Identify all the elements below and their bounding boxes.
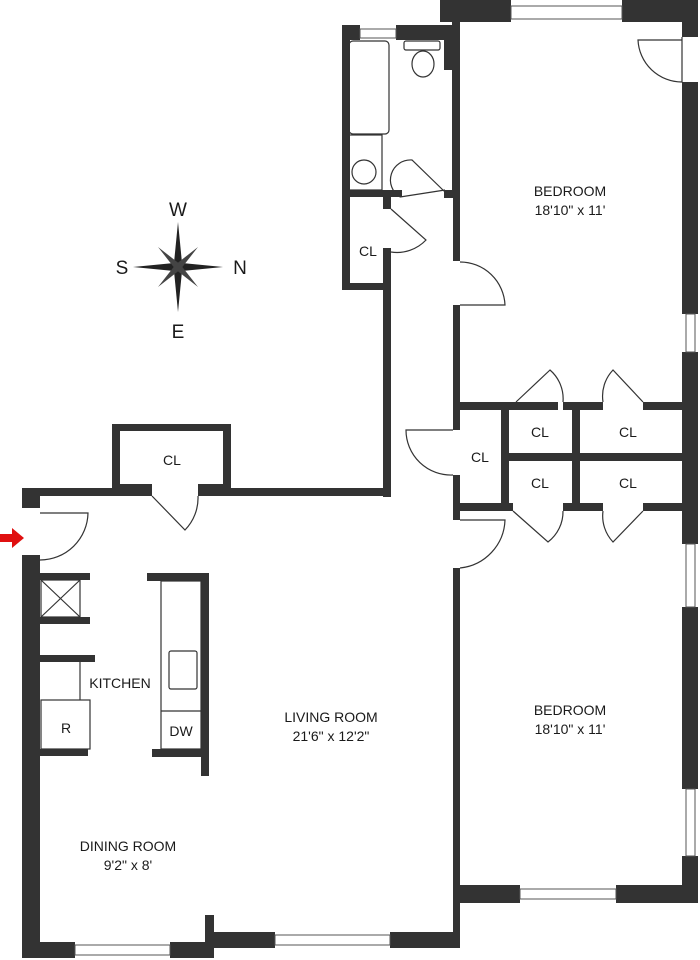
sink-icon [351, 159, 377, 185]
compass-west-label: W [169, 200, 187, 221]
living-room-size: 21'6" x 12'2" [293, 728, 370, 744]
doors [39, 37, 683, 569]
closet-label: CL [471, 449, 489, 465]
bathroom-fixtures [348, 40, 441, 191]
stove-icon [40, 579, 81, 618]
refrigerator-label: R [61, 720, 71, 736]
kitchen-name: KITCHEN [89, 675, 150, 691]
entry-arrow-icon [0, 528, 24, 548]
bedroom-2-size: 18'10" x 11' [535, 721, 606, 737]
dining-room-size: 9'2" x 8' [104, 857, 152, 873]
bedroom-1-name: BEDROOM [534, 183, 606, 199]
dishwasher-label: DW [169, 723, 193, 739]
compass-south-label: S [116, 258, 129, 279]
closet-label: CL [619, 424, 637, 440]
compass-east-label: E [172, 322, 185, 343]
dining-room-name: DINING ROOM [80, 838, 176, 854]
closet-label: CL [163, 452, 181, 468]
closet-label: CL [359, 243, 377, 259]
compass-north-label: N [233, 258, 247, 279]
closet-label: CL [619, 475, 637, 491]
bedroom-1-size: 18'10" x 11' [535, 202, 606, 218]
compass-rose-icon [133, 222, 223, 312]
bedroom-2-name: BEDROOM [534, 702, 606, 718]
toilet-icon [411, 50, 435, 78]
kitchen-fixtures [40, 579, 202, 750]
walls [22, 0, 698, 958]
living-room-name: LIVING ROOM [284, 709, 377, 725]
toilet-tank-icon [403, 40, 441, 51]
bathtub-icon [348, 40, 390, 135]
closet-label: CL [531, 475, 549, 491]
kitchen-sink-icon [168, 650, 198, 690]
closet-label: CL [531, 424, 549, 440]
windows [74, 5, 696, 956]
